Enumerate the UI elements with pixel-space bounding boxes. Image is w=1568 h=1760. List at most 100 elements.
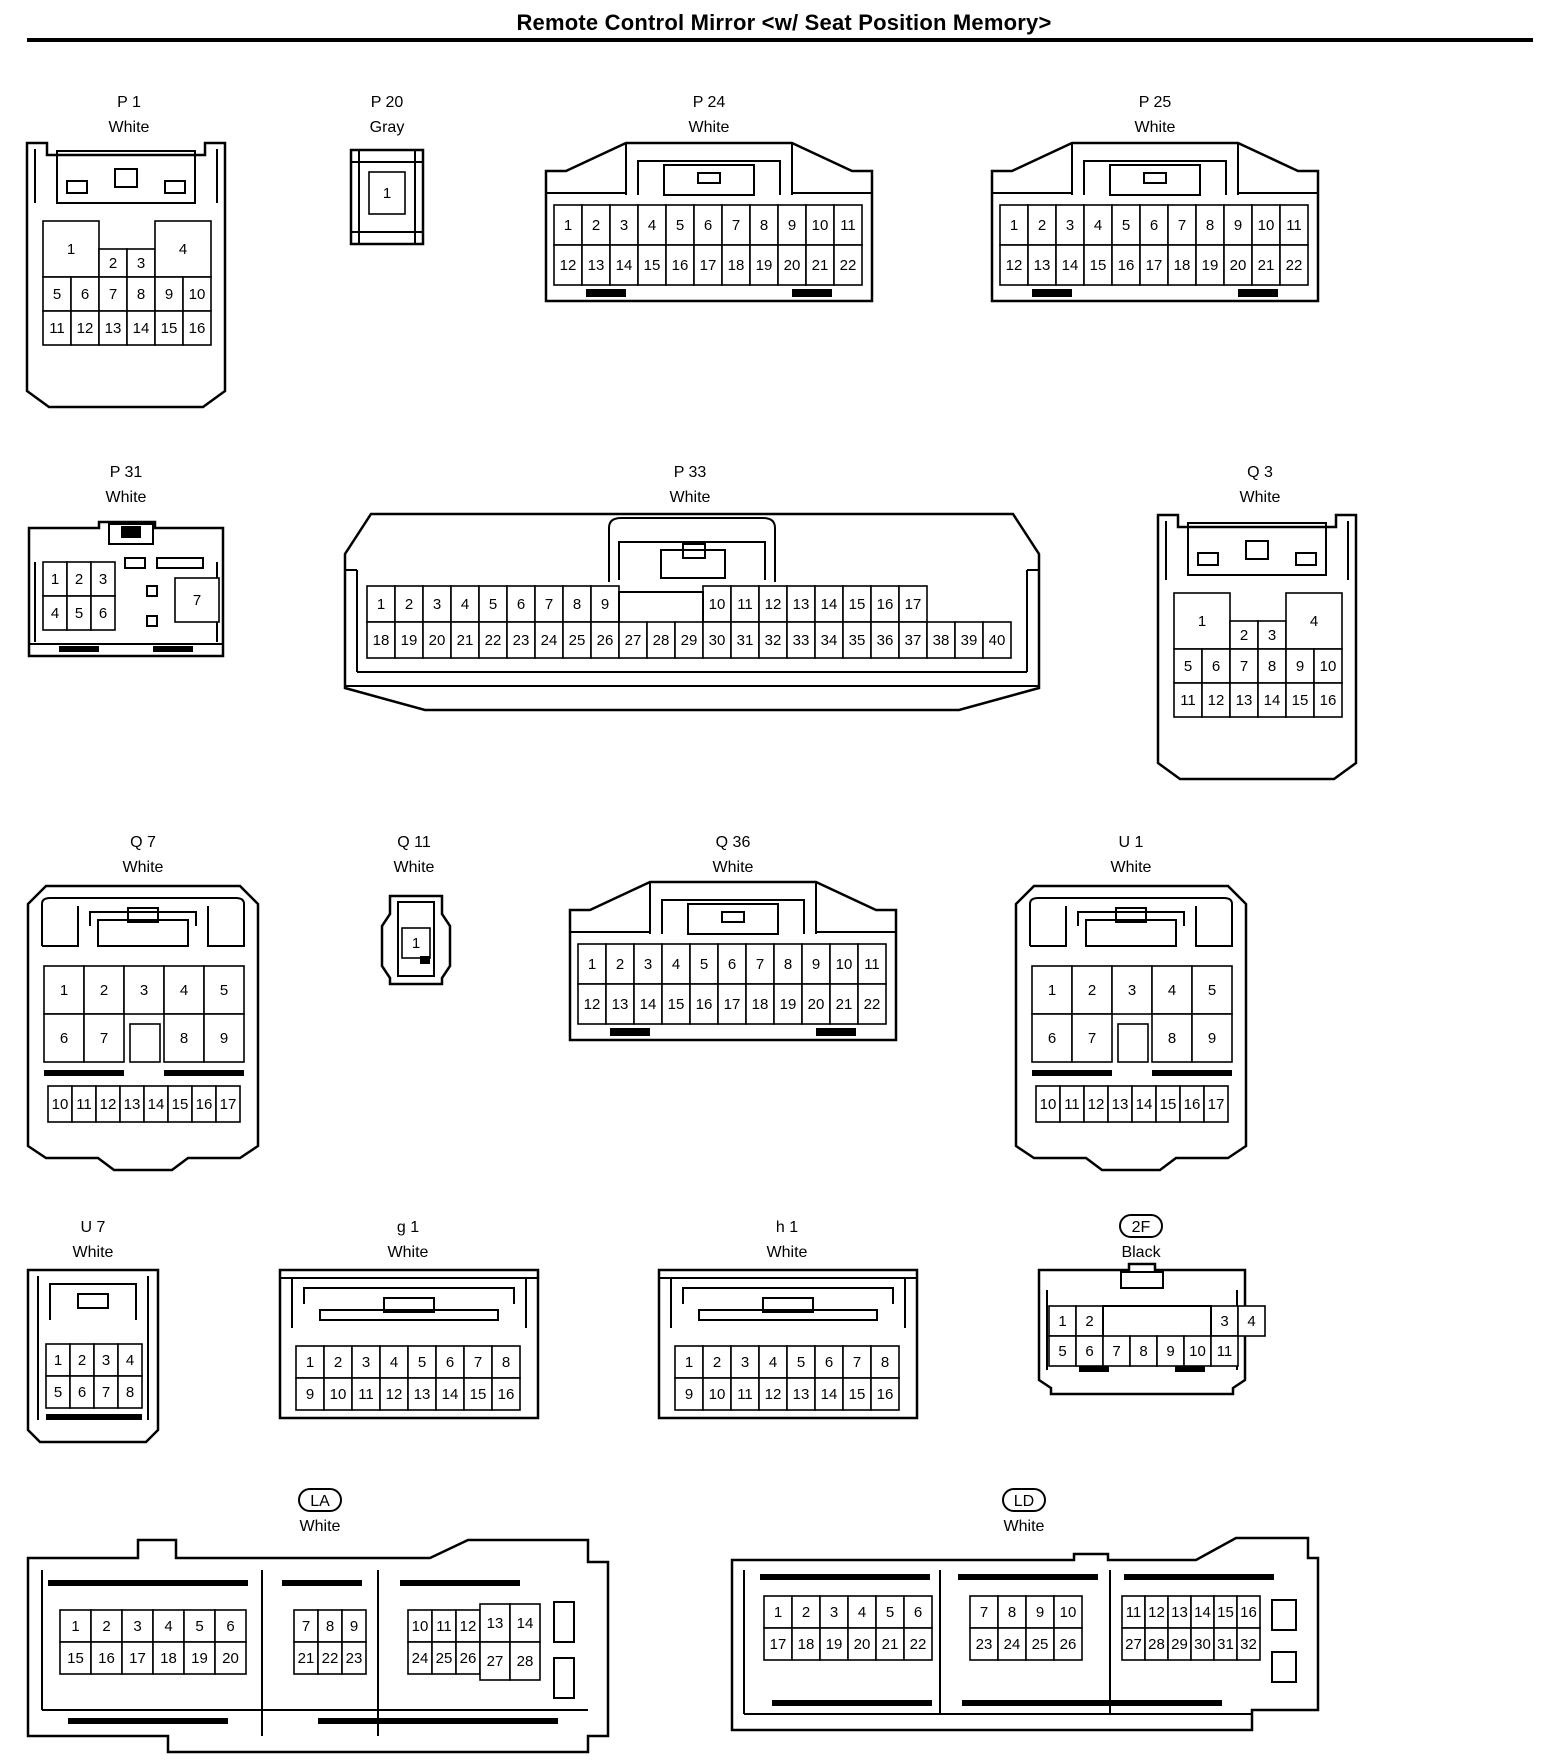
pin-cell [293,1609,319,1643]
pin-label: 24 [541,632,558,649]
pin-cell [90,561,116,597]
pin-label: 7 [102,1384,110,1401]
pin-cell [954,621,984,659]
pin-label: 8 [760,217,768,234]
connector-color: White [388,1244,429,1261]
pin-label: 12 [77,320,94,337]
pin-label: 3 [140,982,148,999]
connector-color: White [1240,489,1281,506]
pin-cell [121,1641,154,1675]
pin-label: 23 [513,632,530,649]
pin-label: 10 [412,1618,429,1635]
pin-label: 1 [774,1604,782,1621]
pin-cell [182,276,212,312]
pin-label: 13 [1171,1604,1188,1621]
pin-label: 31 [1217,1636,1234,1653]
pin-label: 7 [1088,1030,1096,1047]
pin-cell [609,244,639,286]
pin-cell [463,1377,493,1411]
pin-label: 11 [1126,1604,1142,1621]
pin-label: 30 [709,632,726,649]
pin-label: 7 [474,1354,482,1371]
pin-label: 9 [1234,217,1242,234]
pin-label: 2 [616,956,624,973]
pin-cell [154,310,184,346]
pin-label: 27 [625,632,642,649]
pin-label: 2 [109,255,117,272]
latch [663,164,755,196]
title-rule [27,38,1533,42]
pin-label: 15 [172,1096,189,1113]
pin-label: 6 [1212,658,1220,675]
pin-cell [1053,1627,1083,1661]
keyway [129,1023,161,1063]
pin-label: 7 [853,1354,861,1371]
pin-cell [870,1377,900,1411]
pin-label: 10 [709,596,726,613]
pin-label: 4 [1310,613,1318,630]
pin-label: 15 [849,596,866,613]
pin-label: 6 [704,217,712,234]
pin-label: 3 [741,1354,749,1371]
pin-label: 26 [1060,1636,1077,1653]
pin-cell [814,1377,844,1411]
pin-label: 7 [1112,1343,1120,1360]
pin-label: 8 [502,1354,510,1371]
pin-cell [1203,1085,1229,1123]
pin-label: 8 [1168,1030,1176,1047]
pin-label: 16 [877,596,894,613]
pin-label: 14 [1136,1096,1153,1113]
pin-cell [1107,1085,1133,1123]
pin-label: 29 [681,632,698,649]
pin-label: 4 [461,596,469,613]
connector-color: White [713,859,754,876]
pin-cell [870,585,900,623]
pin-label: 10 [330,1386,347,1403]
pin-cell [590,621,620,659]
pin-label: 5 [1058,1343,1066,1360]
pin-label: 20 [1230,257,1247,274]
pin-label: 6 [1150,217,1158,234]
pin-label: 3 [133,1618,141,1635]
pin-cell [83,965,125,1015]
pin-cell [562,621,592,659]
pin-cell [870,621,900,659]
connector-color: White [123,859,164,876]
connector-color: White [767,1244,808,1261]
pin-cell [982,621,1012,659]
pin-label: 12 [460,1618,477,1635]
pin-cell [95,1085,121,1123]
pin-cell [123,965,165,1015]
pin-label: 4 [672,956,680,973]
pin-label: 13 [105,320,122,337]
pin-label: 3 [830,1604,838,1621]
pin-label: 5 [418,1354,426,1371]
pin-label: 4 [1094,217,1102,234]
pin-label: 11 [737,1386,753,1403]
slot [760,1574,930,1580]
pin-label: 32 [1240,1636,1257,1653]
pin-label: 10 [1040,1096,1057,1113]
pin-cell [47,1085,73,1123]
pin-label: 21 [882,1636,899,1653]
connector-color: White [689,119,730,136]
pin-label: 5 [797,1354,805,1371]
pin-label: 19 [756,257,773,274]
pin-label: 31 [737,632,754,649]
pin-cell [1173,648,1203,684]
pin-label: 2 [713,1354,721,1371]
pin-cell [773,943,803,985]
pin-cell [1083,244,1113,286]
pin-cell [215,1085,241,1123]
pin-label: 7 [1240,658,1248,675]
